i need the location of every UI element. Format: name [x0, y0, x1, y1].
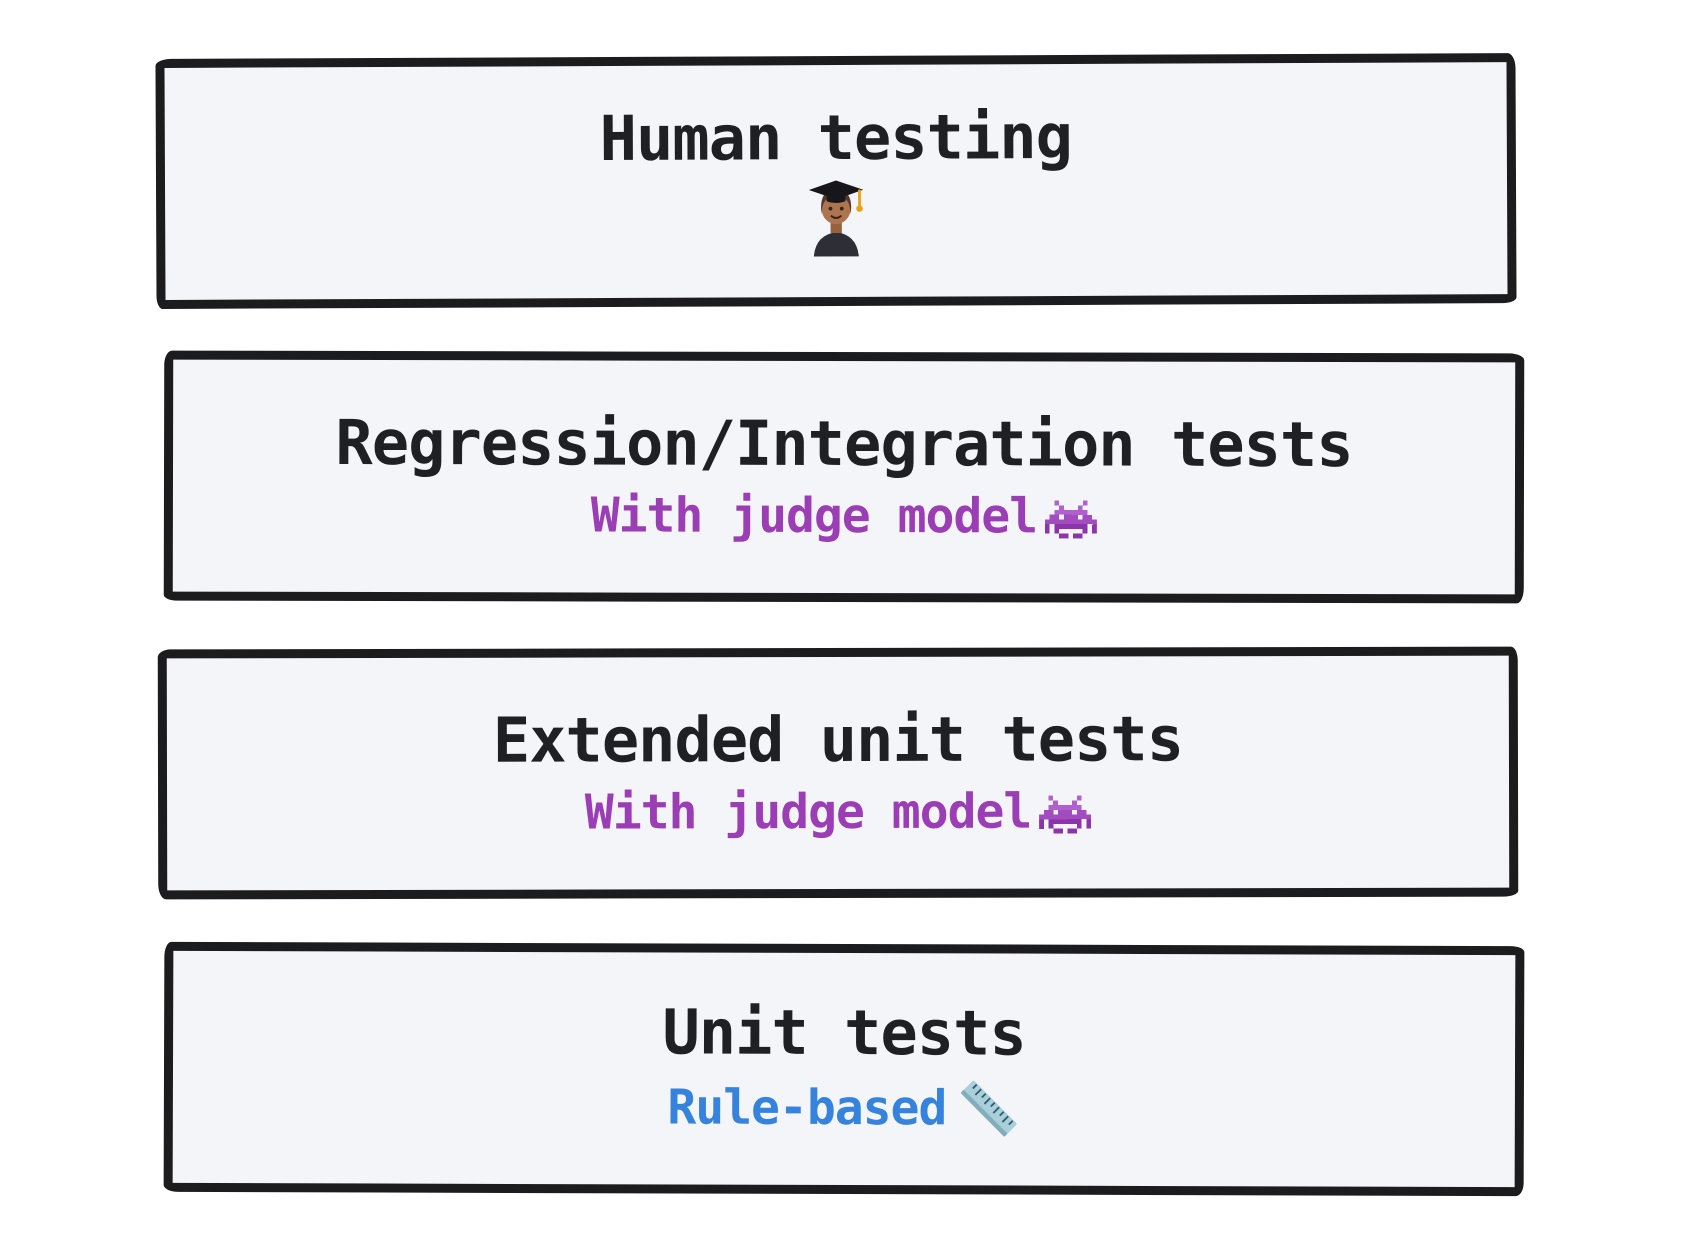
box-regression-integration-tests: Regression/Integration tests With judge … — [163, 350, 1525, 604]
alien-monster-icon — [1039, 795, 1092, 834]
box-extended-unit-tests: Extended unit tests With judge model — [157, 646, 1519, 900]
box-title: Extended unit tests — [492, 702, 1184, 777]
ruler-icon — [958, 1077, 1020, 1139]
alien-monster-icon — [1045, 500, 1098, 539]
box-unit-tests: Unit tests Rule-based — [163, 941, 1525, 1197]
box-subtitle-row: Rule-based — [667, 1077, 1020, 1140]
box-human-testing: Human testing — [155, 53, 1517, 309]
box-subtitle-row: With judge model — [590, 487, 1098, 545]
box-title: Unit tests — [662, 995, 1026, 1070]
box-title: Regression/Integration tests — [335, 405, 1353, 481]
box-subtitle: With judge model — [590, 487, 1038, 545]
box-subtitle: Rule-based — [667, 1079, 947, 1137]
box-title: Human testing — [599, 99, 1073, 175]
box-subtitle-row: With judge model — [584, 783, 1092, 841]
box-subtitle: With judge model — [584, 783, 1032, 841]
student-emoji-icon — [806, 178, 866, 258]
